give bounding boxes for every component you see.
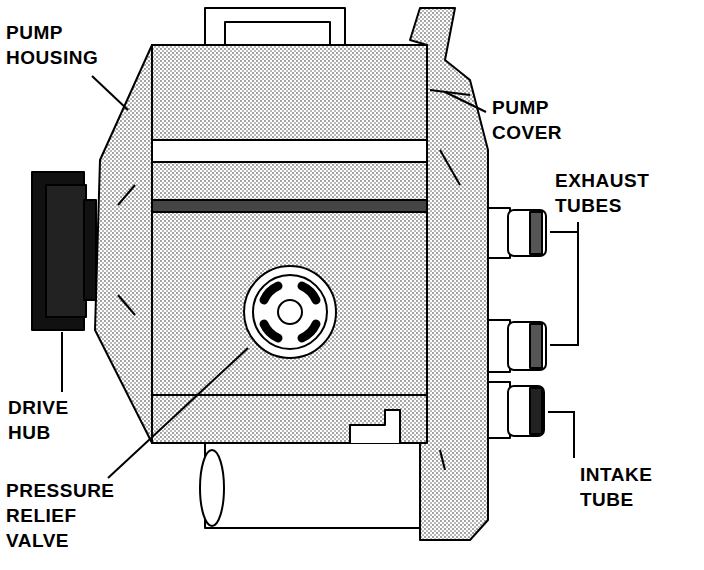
part-label: PRESSURE RELIEF VALVE — [6, 478, 126, 553]
part-label: DRIVE HUB — [8, 395, 88, 445]
part-label: PUMP HOUSING — [6, 20, 126, 70]
part-label: INTAKE TUBE — [580, 462, 680, 512]
part-label: PUMP COVER — [492, 95, 582, 145]
part-label: EXHAUST TUBES — [555, 168, 665, 218]
